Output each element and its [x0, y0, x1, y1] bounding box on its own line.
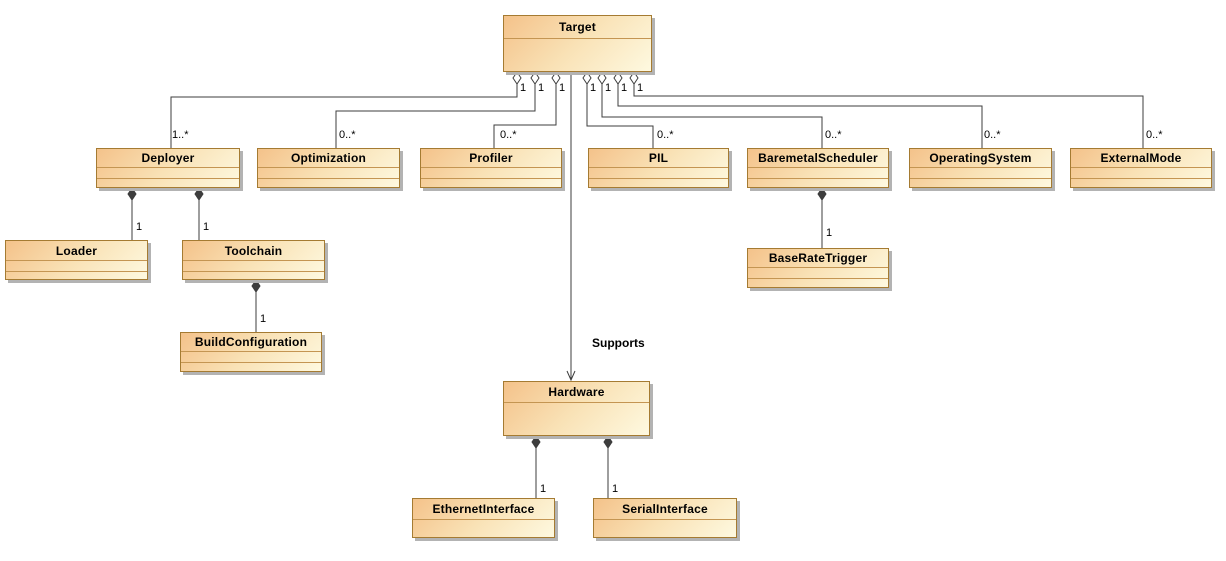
multiplicity-label: 1 — [637, 82, 644, 94]
class-name: Optimization — [290, 151, 367, 165]
class-name: ExternalMode — [1100, 151, 1182, 165]
class-name: PIL — [648, 151, 669, 165]
class-compartment — [594, 519, 736, 538]
composition-diamond — [127, 187, 137, 201]
association-line-target-profiler — [493, 72, 557, 148]
composition-diamond — [194, 187, 204, 201]
multiplicity-label: 0..* — [500, 129, 517, 141]
class-compartment — [1071, 178, 1211, 188]
aggregation-diamond — [629, 71, 639, 85]
open-arrowhead — [566, 370, 576, 382]
association-line-target-operatingsystem — [617, 72, 983, 148]
association-line-target-baremetalscheduler — [601, 72, 823, 148]
class-box-hardware[interactable]: Hardware — [503, 381, 650, 436]
class-box-buildconfiguration[interactable]: BuildConfiguration — [180, 332, 322, 372]
class-name: OperatingSystem — [929, 151, 1032, 165]
class-compartment — [6, 260, 147, 271]
class-compartment — [504, 38, 651, 71]
multiplicity-label: 1 — [203, 221, 210, 233]
class-box-target[interactable]: Target — [503, 15, 652, 72]
multiplicity-label: 0..* — [339, 129, 356, 141]
association-line-target-externalmode — [633, 72, 1144, 148]
aggregation-diamond — [530, 71, 540, 85]
multiplicity-label: 1 — [136, 221, 143, 233]
class-compartment — [504, 402, 649, 436]
class-compartment — [183, 260, 324, 271]
class-box-optimization[interactable]: Optimization — [257, 148, 400, 188]
class-box-serialinterface[interactable]: SerialInterface — [593, 498, 737, 538]
class-box-ethernetinterface[interactable]: EthernetInterface — [412, 498, 555, 538]
multiplicity-label: 1 — [559, 82, 566, 94]
class-box-toolchain[interactable]: Toolchain — [182, 240, 325, 280]
class-compartment — [1071, 167, 1211, 178]
multiplicity-label: 1 — [826, 227, 833, 239]
class-name: Loader — [55, 243, 98, 258]
association-name-label: Supports — [592, 336, 645, 350]
class-compartment — [258, 167, 399, 178]
multiplicity-label: 1 — [605, 82, 612, 94]
class-compartment — [748, 278, 888, 288]
class-compartment — [748, 167, 888, 178]
class-compartment — [183, 271, 324, 280]
class-name: BaremetalScheduler — [758, 151, 878, 165]
class-compartment — [589, 167, 728, 178]
class-name: Hardware — [548, 385, 605, 399]
composition-diamond — [817, 187, 827, 201]
composition-diamond — [531, 435, 541, 449]
class-compartment — [97, 178, 239, 188]
class-compartment — [181, 351, 321, 362]
aggregation-diamond — [582, 71, 592, 85]
association-line-target-optimization — [335, 72, 536, 148]
aggregation-diamond — [512, 71, 522, 85]
class-box-loader[interactable]: Loader — [5, 240, 148, 280]
aggregation-diamond — [613, 71, 623, 85]
class-box-pil[interactable]: PIL — [588, 148, 729, 188]
multiplicity-label: 1 — [538, 82, 545, 94]
aggregation-diamond — [551, 71, 561, 85]
multiplicity-label: 1 — [540, 483, 547, 495]
aggregation-diamond — [597, 71, 607, 85]
class-name: Profiler — [469, 151, 513, 165]
multiplicity-label: 0..* — [825, 129, 842, 141]
class-box-externalmode[interactable]: ExternalMode — [1070, 148, 1212, 188]
multiplicity-label: 0..* — [1146, 129, 1163, 141]
class-compartment — [421, 167, 561, 178]
class-box-baremetalscheduler[interactable]: BaremetalScheduler — [747, 148, 889, 188]
class-name: Target — [559, 20, 596, 34]
class-name: EthernetInterface — [432, 502, 535, 516]
multiplicity-label: 0..* — [657, 129, 674, 141]
multiplicity-label: 1..* — [172, 129, 189, 141]
class-name: SerialInterface — [622, 502, 708, 516]
class-compartment — [589, 178, 728, 188]
association-line-target-pil — [586, 72, 654, 148]
class-box-deployer[interactable]: Deployer — [96, 148, 240, 188]
class-compartment — [181, 362, 321, 372]
class-name: BaseRateTrigger — [768, 251, 868, 265]
class-compartment — [413, 519, 554, 538]
composition-diamond — [251, 279, 261, 293]
class-compartment — [910, 178, 1051, 188]
multiplicity-label: 1 — [260, 313, 267, 325]
class-name: Deployer — [141, 151, 195, 165]
composition-diamond — [603, 435, 613, 449]
class-compartment — [748, 267, 888, 278]
class-name: Toolchain — [224, 243, 283, 258]
multiplicity-label: 1 — [520, 82, 527, 94]
class-compartment — [6, 271, 147, 280]
class-compartment — [748, 178, 888, 188]
multiplicity-label: 0..* — [984, 129, 1001, 141]
class-compartment — [97, 167, 239, 178]
class-compartment — [258, 178, 399, 188]
class-compartment — [421, 178, 561, 188]
class-compartment — [910, 167, 1051, 178]
class-box-operatingsystem[interactable]: OperatingSystem — [909, 148, 1052, 188]
class-box-profiler[interactable]: Profiler — [420, 148, 562, 188]
multiplicity-label: 1 — [590, 82, 597, 94]
class-box-baseratetrigger[interactable]: BaseRateTrigger — [747, 248, 889, 288]
multiplicity-label: 1 — [612, 483, 619, 495]
class-name: BuildConfiguration — [194, 335, 308, 349]
multiplicity-label: 1 — [621, 82, 628, 94]
